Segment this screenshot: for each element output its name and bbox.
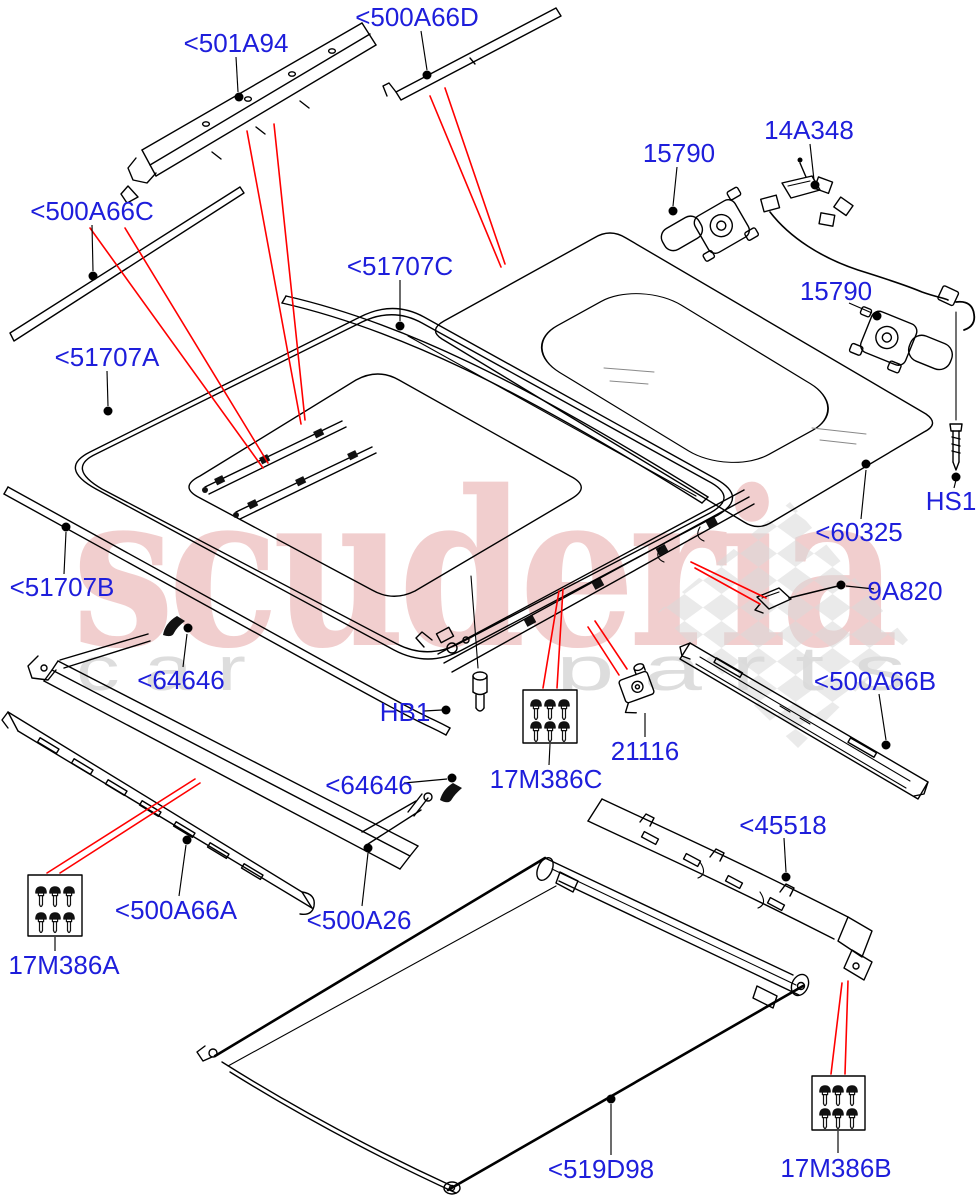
sunroof-motor-2 [848, 306, 953, 374]
part-label-21116[interactable]: 21116 [611, 736, 679, 766]
part-label-64646-2[interactable]: <64646 [325, 770, 412, 800]
seal-strip-51707b [3, 486, 451, 736]
leader-lines [54, 30, 961, 1155]
bolt-hb1 [470, 575, 488, 712]
finisher-strip-500a66b [679, 642, 929, 800]
sunroof-frame-51707a [74, 307, 734, 660]
part-label-501a94[interactable]: <501A94 [184, 28, 289, 58]
screw-kit-17m386c [522, 689, 578, 744]
red-locator-lines [46, 87, 849, 1075]
finisher-strip-500a66d [382, 7, 562, 101]
rear-rail-panel-45518 [587, 798, 873, 981]
part-label-15790-1[interactable]: 15790 [643, 138, 715, 168]
screw-kit-17m386a [27, 874, 83, 937]
part-label-500a66d[interactable]: <500A66D [355, 2, 479, 32]
part-label-500a26[interactable]: <500A26 [307, 905, 412, 935]
part-label-45518[interactable]: <45518 [739, 810, 826, 840]
part-label-51707c[interactable]: <51707C [347, 251, 453, 281]
part-label-60325[interactable]: <60325 [815, 517, 902, 547]
checkered-flag-watermark [658, 502, 908, 748]
bracket-21116 [618, 663, 655, 714]
glass-panel-60325 [434, 232, 934, 528]
part-label-9a820[interactable]: 9A820 [867, 576, 942, 606]
part-label-14a348[interactable]: 14A348 [764, 115, 854, 145]
part-label-17m386b[interactable]: 17M386B [780, 1153, 891, 1183]
drive-mechanism-rails [202, 420, 377, 520]
wiring-harness-14a348 [760, 157, 976, 331]
clip-64646-rear [440, 783, 462, 803]
part-label-51707b[interactable]: <51707B [10, 572, 115, 602]
part-label-64646-1[interactable]: <64646 [137, 665, 224, 695]
clip-64646-front [163, 616, 185, 637]
part-label-17m386c[interactable]: 17M386C [490, 764, 603, 794]
wind-deflector-assembly [27, 633, 433, 870]
part-label-15790-2[interactable]: 15790 [800, 276, 872, 306]
part-label-500a66b[interactable]: <500A66B [814, 666, 936, 696]
sunshade-blind-519d98 [196, 856, 810, 1195]
watermark: scuderia c a r p a r t s [72, 443, 908, 748]
line-art [1, 7, 976, 1195]
part-label-500a66c[interactable]: <500A66C [30, 196, 154, 226]
part-label-51707a[interactable]: <51707A [55, 342, 160, 372]
sunroof-motor-1 [660, 186, 760, 262]
part-labels: <500A66D <501A94 <500A66C <51707C 15790 … [8, 2, 976, 1184]
guide-rail-501a94 [120, 22, 377, 204]
part-label-17m386a[interactable]: 17M386A [8, 950, 120, 980]
part-label-519d98[interactable]: <519D98 [548, 1154, 654, 1184]
finisher-strip-500a66c [9, 186, 245, 342]
screw-kit-17m386b [811, 1075, 866, 1131]
part-label-500a66a[interactable]: <500A66A [115, 895, 238, 925]
screw-hs1 [949, 311, 963, 471]
drive-rail-assembly [415, 489, 755, 673]
part-label-hs1[interactable]: HS1 [926, 486, 977, 516]
deflector-mesh-strip-500a66a [1, 711, 315, 916]
part-label-hb1[interactable]: HB1 [380, 697, 431, 727]
